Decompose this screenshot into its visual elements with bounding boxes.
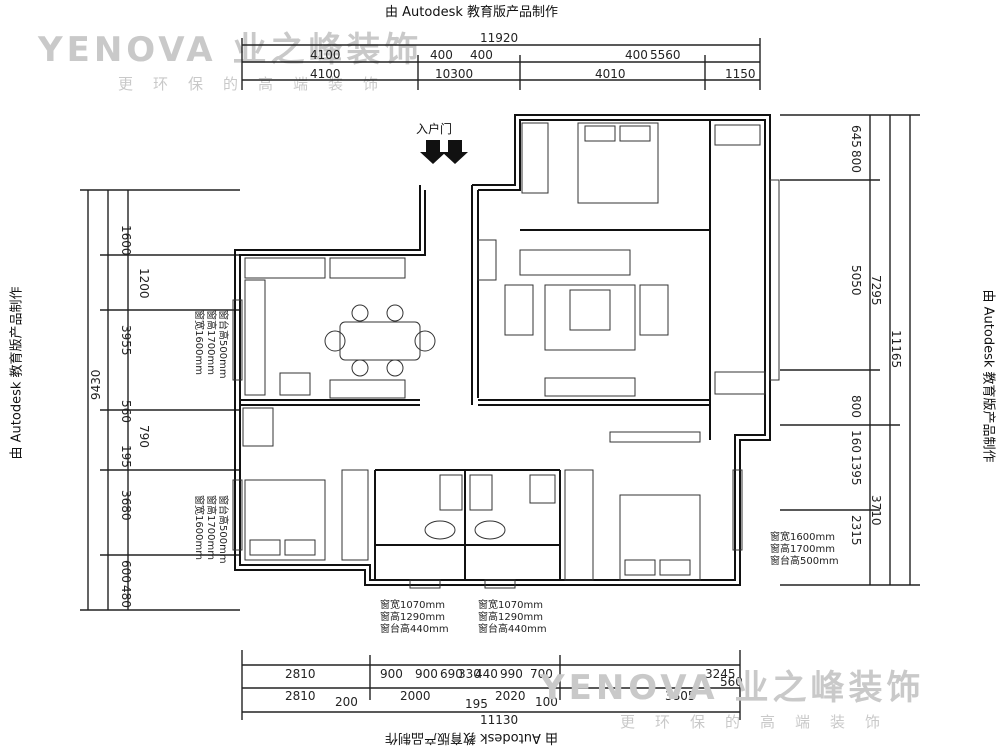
right-dimension-texts: 645 800 5050 800 160 1395 2315 7295 3710… <box>849 125 903 546</box>
dim-left-6: 3680 <box>119 490 133 521</box>
dim-top-total: 11920 <box>480 31 518 45</box>
dim-bottom-r2-3: 195 <box>465 697 488 711</box>
dim-top-r2-0: 4100 <box>310 48 341 62</box>
dim-bottom-r2-1: 200 <box>335 695 358 709</box>
dim-right-3: 800 <box>849 395 863 418</box>
window-notes: 窗宽1600mm 窗高1700mm 窗台高500mm 窗宽1600mm 窗高17… <box>193 310 839 635</box>
right-dimension-lines <box>780 114 920 586</box>
dim-bottom-r1-9: 560 <box>720 675 743 689</box>
edu-notice-top: 由 Autodesk 教育版产品制作 <box>385 5 558 20</box>
left-dimension-lines <box>80 189 240 611</box>
top-dimension-lines <box>241 38 761 90</box>
dim-bottom-r1-4: 330 <box>458 667 481 681</box>
dim-bottom-r1-2: 990 <box>500 667 523 681</box>
dim-left-7: 600 <box>119 560 133 583</box>
dim-right-6: 2315 <box>849 515 863 546</box>
dim-left-0: 1600 <box>119 225 133 256</box>
dim-bottom-r2-2: 2000 <box>400 689 431 703</box>
dim-right-4: 160 <box>849 430 863 453</box>
dim-bottom-r1-5: 440 <box>475 667 498 681</box>
dim-top-r2-2: 400 <box>470 48 493 62</box>
note-right-lower-0: 窗宽1600mm <box>770 530 835 543</box>
note-left-upper-2: 窗台高500mm <box>217 310 230 379</box>
note-bottom-left-0: 窗宽1070mm <box>380 598 445 611</box>
note-bottom-left-2: 窗台高440mm <box>380 622 449 635</box>
dim-right-1: 800 <box>849 150 863 173</box>
note-left-lower-0: 窗宽1600mm <box>193 495 206 560</box>
dim-bottom-total: 11130 <box>480 713 518 727</box>
dim-bottom-r2-6: 3805 <box>665 689 696 703</box>
left-dimension-texts: 9430 1600 1200 3955 560 790 195 3680 600… <box>89 225 151 608</box>
note-left-upper-0: 窗宽1600mm <box>193 310 206 375</box>
dim-right-total: 11165 <box>889 330 903 368</box>
dim-top-r2-4: 400 <box>625 48 648 62</box>
dim-bottom-r1-8: 3245 <box>705 667 736 681</box>
watermark-slogan-bottom: 更环保的高端装饰 <box>620 713 901 731</box>
entrance-arrows <box>420 140 468 164</box>
watermark-top: YENOVA 业之峰装饰 更环保的高端装饰 <box>38 22 422 94</box>
dim-right-outer-0: 7295 <box>869 275 883 306</box>
bottom-dimension-lines <box>241 650 741 720</box>
note-bottom-left-1: 窗高1290mm <box>380 610 445 623</box>
note-left-upper-1: 窗高1700mm <box>205 310 218 375</box>
note-right-lower-2: 窗台高500mm <box>770 554 839 567</box>
furniture <box>242 122 766 581</box>
watermark-bottom: YENOVA 业之峰装饰 更环保的高端装饰 <box>540 660 924 732</box>
dim-right-0: 645 <box>849 125 863 148</box>
note-bottom-right-2: 窗台高440mm <box>478 622 547 635</box>
dim-bottom-r1-6: 690 <box>440 667 463 681</box>
dim-top-r3-1: 10300 <box>435 67 473 81</box>
dim-bottom-r1-0: 2810 <box>285 667 316 681</box>
dim-top-r2-1: 400 <box>430 48 453 62</box>
dim-top-r2-3: 5560 <box>650 48 681 62</box>
dim-left-1: 1200 <box>137 268 151 299</box>
dim-top-r3-2: 4010 <box>595 67 626 81</box>
walls <box>234 114 771 586</box>
note-bottom-right-0: 窗宽1070mm <box>478 598 543 611</box>
bottom-dimension-texts: 2810 900 990 700 330 440 690 900 3245 56… <box>285 667 743 727</box>
dim-bottom-r1-7: 900 <box>415 667 438 681</box>
dim-bottom-r2-4: 2020 <box>495 689 526 703</box>
dim-bottom-r1-3: 700 <box>530 667 553 681</box>
watermark-brand-bottom: YENOVA 业之峰装饰 <box>540 668 925 708</box>
dim-left-total: 9430 <box>89 369 103 400</box>
dim-bottom-r1-1: 900 <box>380 667 403 681</box>
dim-left-3: 560 <box>119 400 133 423</box>
note-bottom-right-1: 窗高1290mm <box>478 610 543 623</box>
watermark-brand: YENOVA 业之峰装饰 <box>38 30 423 70</box>
note-right-lower-1: 窗高1700mm <box>770 542 835 555</box>
entrance-label: 入户门 <box>416 121 452 136</box>
dim-bottom-r2-0: 2810 <box>285 689 316 703</box>
dim-bottom-r2-5: 100 <box>535 695 558 709</box>
top-dimension-texts: 11920 4100 400 400 5560 400 4100 10300 4… <box>310 31 756 81</box>
dim-top-r3-3: 1150 <box>725 67 756 81</box>
dim-left-8: 480 <box>119 585 133 608</box>
note-left-lower-2: 窗台高500mm <box>217 495 230 564</box>
note-left-lower-1: 窗高1700mm <box>205 495 218 560</box>
dim-right-2: 5050 <box>849 265 863 296</box>
dim-right-outer-1: 3710 <box>869 495 883 526</box>
dim-left-4: 790 <box>137 425 151 448</box>
dim-top-r3-0: 4100 <box>310 67 341 81</box>
windows <box>232 179 780 589</box>
dim-left-5: 195 <box>119 445 133 468</box>
dim-right-5: 1395 <box>849 455 863 486</box>
dim-left-2: 3955 <box>119 325 133 356</box>
